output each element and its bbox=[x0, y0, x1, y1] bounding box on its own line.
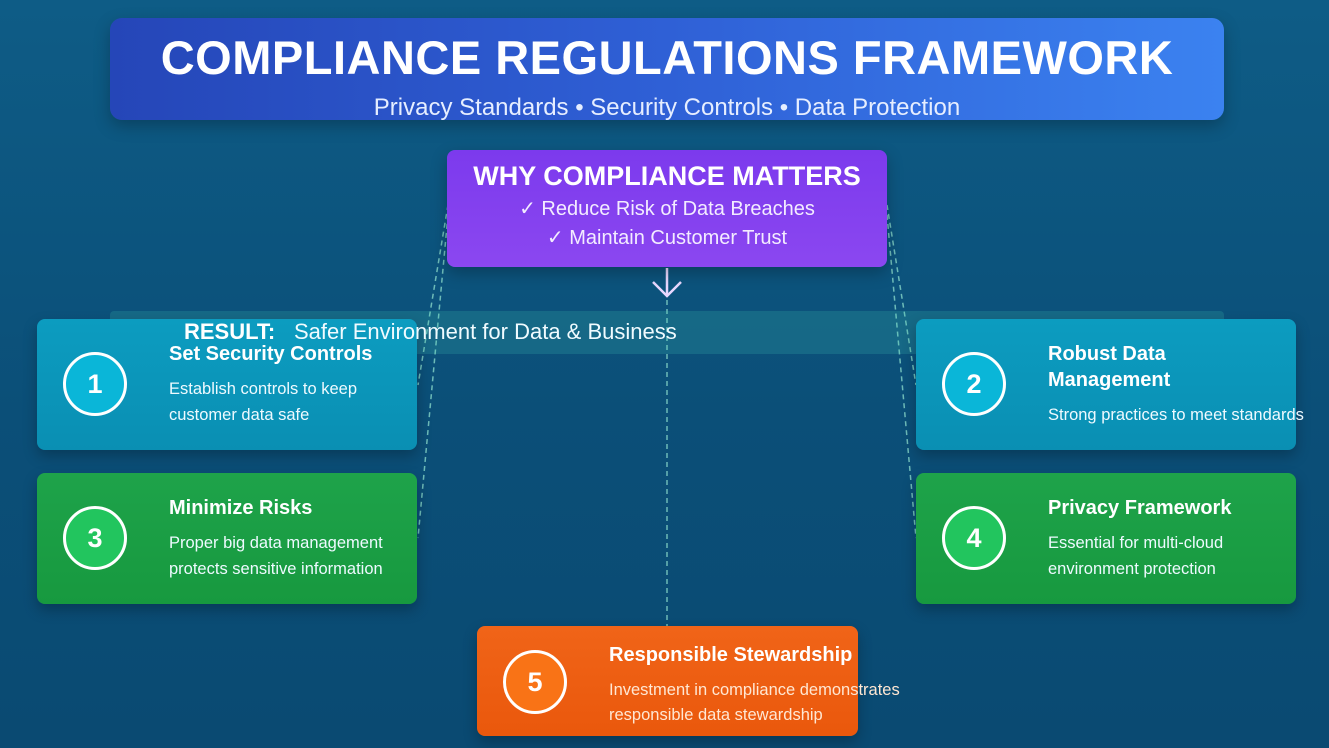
card-title: Privacy Framework bbox=[1048, 497, 1232, 519]
page-subtitle: Privacy Standards • Security Controls • … bbox=[373, 94, 961, 121]
card-title: Set Security Controls bbox=[169, 343, 373, 365]
connector-why-card3 bbox=[417, 214, 449, 539]
step-number-4: 4 bbox=[942, 506, 1006, 570]
card-robust-data-management: 2 Robust Data Management Strong practice… bbox=[916, 319, 1304, 450]
card-privacy-framework: 4 Privacy Framework Essential for multi-… bbox=[916, 473, 1296, 604]
card-minimize-risks: 3 Minimize Risks Proper big data managem… bbox=[37, 473, 417, 604]
card-set-security-controls: 1 Set Security Controls Establish contro… bbox=[37, 319, 417, 450]
why-item-reduce-risk: ✓ Reduce Risk of Data Breaches bbox=[519, 198, 815, 220]
connector-why-card1 bbox=[417, 204, 449, 386]
header-banner: COMPLIANCE REGULATIONS FRAMEWORK Privacy… bbox=[110, 18, 1224, 121]
why-title: WHY COMPLIANCE MATTERS bbox=[473, 161, 861, 191]
card-desc-line: Essential for multi-cloud bbox=[1048, 534, 1224, 552]
card-desc-line: Strong practices to meet standards bbox=[1048, 406, 1304, 424]
card-desc-line: Investment in compliance demonstrates bbox=[609, 681, 900, 699]
page-title: COMPLIANCE REGULATIONS FRAMEWORK bbox=[160, 31, 1174, 84]
why-item-customer-trust: ✓ Maintain Customer Trust bbox=[546, 227, 788, 249]
down-arrow-head bbox=[652, 281, 682, 298]
card-title: Responsible Stewardship bbox=[609, 644, 853, 666]
card-desc-line: Establish controls to keep bbox=[169, 380, 358, 398]
step-number-3: 3 bbox=[63, 506, 127, 570]
card-desc-line: customer data safe bbox=[169, 406, 310, 424]
connector-why-card2 bbox=[886, 204, 917, 386]
result-label: RESULT: bbox=[184, 319, 276, 344]
card-desc-line: responsible data stewardship bbox=[609, 706, 823, 724]
card-desc-line: protects sensitive information bbox=[169, 560, 383, 578]
card-responsible-stewardship: 5 Responsible Stewardship Investment in … bbox=[477, 626, 900, 736]
card-title: Management bbox=[1048, 369, 1171, 391]
step-number-5: 5 bbox=[503, 650, 567, 714]
card-title: Robust Data bbox=[1048, 343, 1166, 365]
card-desc-line: Proper big data management bbox=[169, 534, 383, 552]
why-compliance-box: WHY COMPLIANCE MATTERS ✓ Reduce Risk of … bbox=[447, 150, 887, 267]
connector-why-card4 bbox=[886, 214, 917, 539]
step-number-2: 2 bbox=[942, 352, 1006, 416]
card-desc-line: environment protection bbox=[1048, 560, 1216, 578]
result-text: Safer Environment for Data & Business bbox=[294, 319, 677, 344]
step-number-1: 1 bbox=[63, 352, 127, 416]
card-title: Minimize Risks bbox=[169, 497, 313, 519]
